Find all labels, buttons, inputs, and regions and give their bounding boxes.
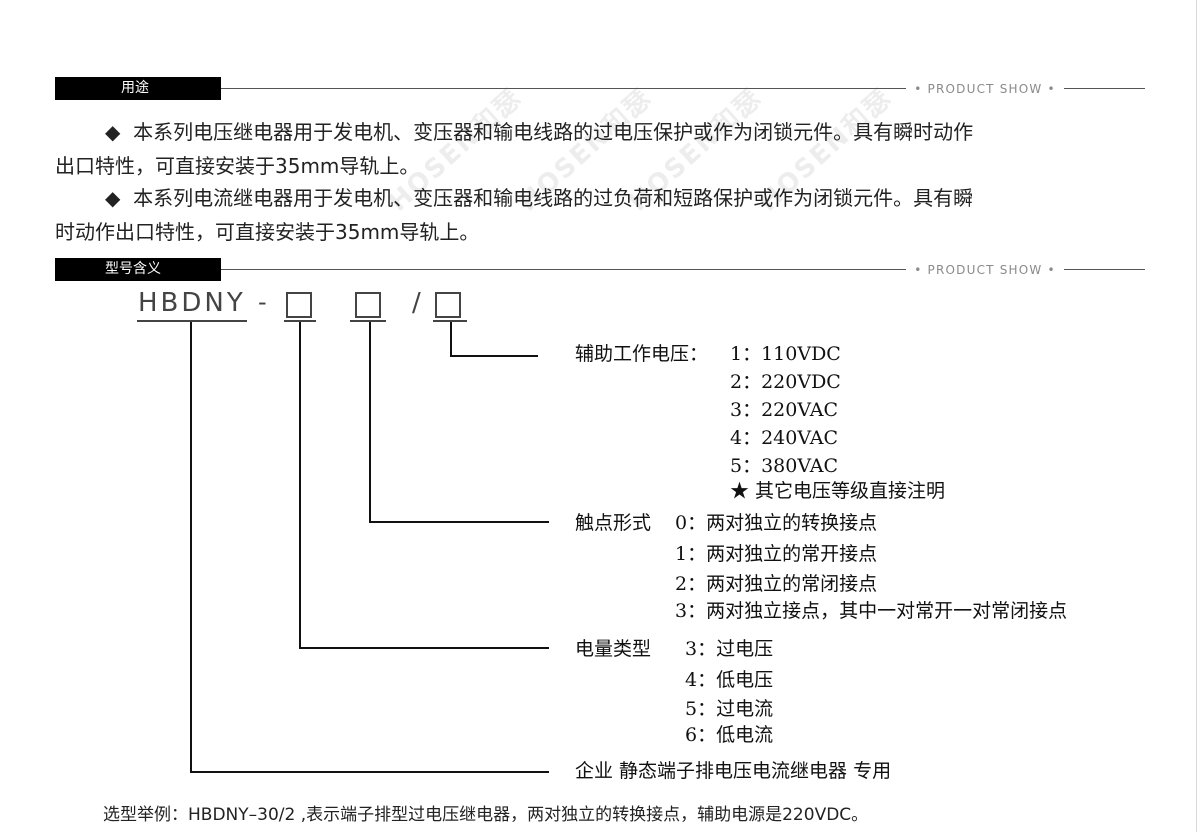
connector-company-vertical xyxy=(190,322,192,772)
connector-contact-vertical xyxy=(369,322,371,522)
contact-form-label: 触点形式 xyxy=(575,512,652,534)
section-rule xyxy=(221,269,1145,270)
quantity-type-option: 4：低电压 xyxy=(685,669,774,691)
contact-form-option: 1：两对独立的常开接点 xyxy=(675,543,878,565)
contact-form-option: 0：两对独立的转换接点 xyxy=(675,512,878,534)
section-tag-model: 型号含义 xyxy=(55,258,221,281)
connector-quantity-vertical xyxy=(299,322,301,648)
quantity-type-option: 5：过电流 xyxy=(685,698,774,720)
section-tag-usage: 用途 xyxy=(55,77,221,100)
product-show-label: • PRODUCT SHOW • xyxy=(906,82,1064,96)
connector-aux-vertical xyxy=(450,322,452,356)
quantity-type-label: 电量类型 xyxy=(575,638,652,660)
usage-text: 出口特性，可直接安装于35mm导轨上。 xyxy=(55,154,420,178)
aux-voltage-option: 3：220VAC xyxy=(730,399,839,421)
contact-form-option: 2：两对独立的常闭接点 xyxy=(675,573,878,595)
aux-voltage-option: 4：240VAC xyxy=(730,427,839,449)
bullet-icon: ◆ xyxy=(105,186,121,210)
model-slash: / xyxy=(412,288,421,318)
company-label: 企业 静态端子排电压电流继电器 专用 xyxy=(575,760,892,782)
product-show-label: • PRODUCT SHOW • xyxy=(906,263,1064,277)
contact-form-option: 3：两对独立接点，其中一对常开一对常闭接点 xyxy=(675,600,1068,622)
connector-company-horizontal xyxy=(190,771,549,773)
quantity-type-option: 6：低电流 xyxy=(685,724,774,746)
aux-voltage-label: 辅助工作电压： xyxy=(575,343,709,365)
placeholder-box-quantity xyxy=(286,292,312,318)
box-underline xyxy=(350,320,386,322)
bullet-icon: ◆ xyxy=(105,120,121,144)
model-code: HBDNY xyxy=(138,288,246,318)
box-underline xyxy=(284,320,316,322)
connector-contact-horizontal xyxy=(369,521,549,523)
usage-text: 本系列电压继电器用于发电机、变压器和输电线路的过电压保护或作为闭锁元件。具有瞬时… xyxy=(133,120,974,144)
box-underline xyxy=(433,320,467,322)
aux-voltage-option: 1：110VDC xyxy=(730,343,841,365)
connector-quantity-horizontal xyxy=(299,647,549,649)
aux-voltage-option: 2：220VDC xyxy=(730,371,841,393)
aux-voltage-option: 5：380VAC xyxy=(730,455,839,477)
model-code-underline xyxy=(137,320,247,322)
model-dash: - xyxy=(258,288,267,316)
aux-voltage-note: ★ 其它电压等级直接注明 xyxy=(730,480,946,502)
section-rule xyxy=(221,88,1145,89)
selection-example: 选型举例：HBDNY–30/2 ,表示端子排型过电压继电器，两对独立的转换接点，… xyxy=(103,805,869,825)
placeholder-box-contact xyxy=(355,292,381,318)
connector-aux-horizontal xyxy=(450,355,538,357)
usage-text: 本系列电流继电器用于发电机、变压器和输电线路的过负荷和短路保护或作为闭锁元件。具… xyxy=(133,186,974,210)
usage-paragraph-current: ◆ 本系列电流继电器用于发电机、变压器和输电线路的过负荷和短路保护或作为闭锁元件… xyxy=(55,181,1147,249)
usage-text: 时动作出口特性，可直接安装于35mm导轨上。 xyxy=(55,220,480,244)
quantity-type-option: 3：过电压 xyxy=(685,638,774,660)
usage-paragraph-voltage: ◆ 本系列电压继电器用于发电机、变压器和输电线路的过电压保护或作为闭锁元件。具有… xyxy=(55,115,1147,183)
placeholder-box-aux xyxy=(435,292,461,318)
page-right-border xyxy=(1196,0,1197,832)
